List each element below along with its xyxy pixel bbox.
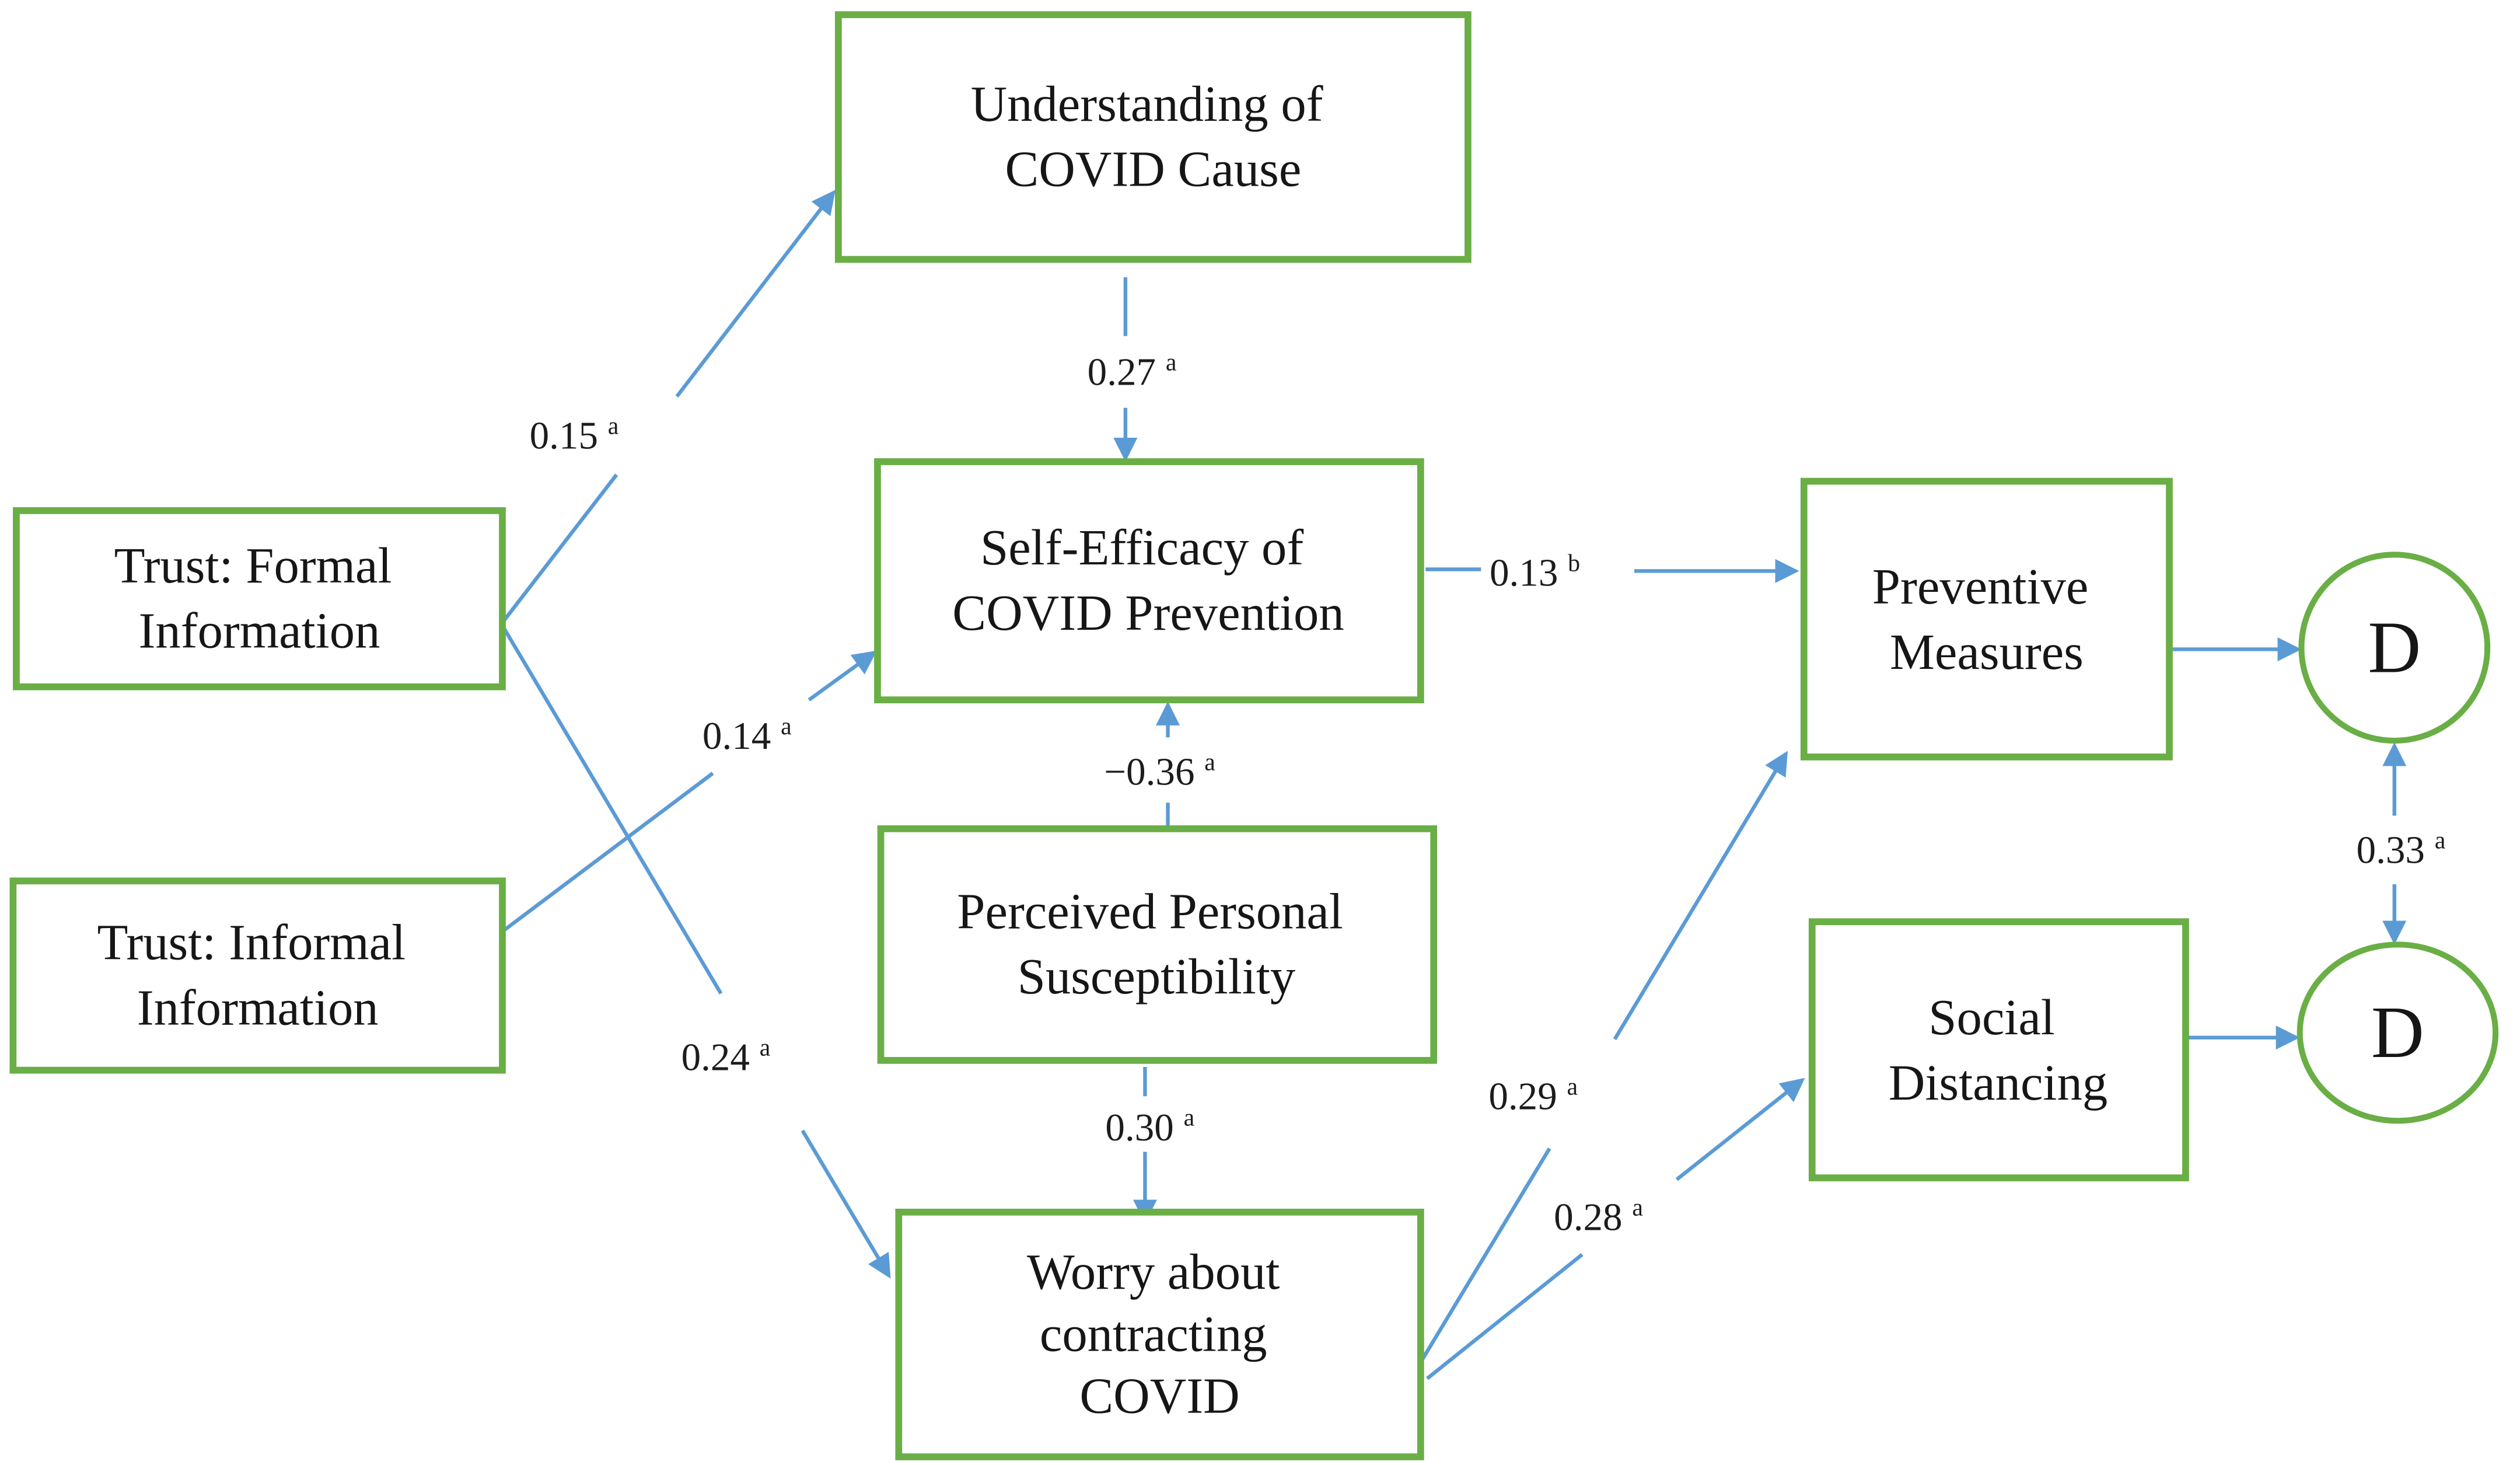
edge-worry-to-preventive-arrow (1613, 751, 1788, 1041)
node-label-line: Perceived Personal (957, 883, 1343, 939)
node-label: Preventive Measures (1872, 559, 2101, 680)
edge-informal-to-selfefficacy-arrow (808, 650, 878, 702)
node-trust-formal: Trust: Formal Information (13, 507, 506, 690)
disturbance-label: D (2371, 992, 2424, 1073)
node-perceived-susceptibility: Perceived Personal Susceptibility (877, 825, 1438, 1064)
disturbance-label: D (2368, 608, 2421, 689)
node-label: Perceived Personal Susceptibility (957, 883, 1355, 1004)
coefficient-superscript: a (760, 1034, 771, 1061)
node-label-line: Trust: Informal (97, 915, 406, 971)
coefficient-d-d: 0.33 a (2357, 827, 2446, 871)
edge-formal-to-understanding-seg1 (488, 473, 618, 641)
node-label: Self-Efficacy of COVID Prevention (952, 519, 1344, 641)
node-box (874, 458, 1424, 703)
node-label-line: Preventive (1872, 559, 2089, 615)
node-self-efficacy: Self-Efficacy of COVID Prevention (874, 458, 1424, 703)
node-social-distancing: Social Distancing (1808, 918, 2189, 1181)
node-label-line: Distancing (1889, 1055, 2107, 1111)
node-box (877, 825, 1438, 1064)
node-label: Trust: Informal Information (97, 915, 418, 1036)
coefficient-understanding-selfefficacy: 0.27 a (1088, 349, 1177, 393)
node-box (9, 877, 506, 1074)
node-label: Worry about contracting COVID (1027, 1244, 1292, 1424)
nodes-layer: Understanding of COVID Cause Self-Effica… (9, 11, 2499, 1460)
node-trust-informal: Trust: Informal Information (9, 877, 506, 1074)
node-label-line: Information (139, 603, 380, 659)
coefficient-formal-worry: 0.24 a (681, 1034, 771, 1079)
node-label-line: Trust: Formal (114, 538, 392, 594)
coefficient-value: −0.36 (1104, 749, 1194, 793)
edge-formal-to-worry-seg1 (487, 602, 723, 995)
edge-labels-layer: 0.15 a 0.27 a 0.14 a 0.24 a −0.36 a 0.30… (530, 349, 2446, 1239)
node-label-line: Information (137, 979, 379, 1035)
node-label-line: Social (1928, 989, 2055, 1045)
node-label-line: COVID Cause (1005, 141, 1302, 197)
node-box (13, 507, 506, 690)
node-box (895, 1208, 1424, 1460)
node-worry-contracting-covid: Worry about contracting COVID (895, 1208, 1424, 1460)
edge-formal-to-worry-arrow (801, 1129, 891, 1279)
node-box (1808, 918, 2189, 1181)
node-disturbance-bottom: D (2297, 941, 2499, 1124)
edge-worry-to-preventive-seg1 (1419, 1147, 1551, 1363)
node-label-line: Measures (1890, 624, 2084, 680)
coefficient-value: 0.30 (1105, 1105, 1173, 1149)
coefficient-value: 0.29 (1488, 1075, 1557, 1118)
coefficient-superscript: a (1204, 749, 1215, 776)
coefficient-selfefficacy-preventive: 0.13 b (1490, 550, 1580, 594)
node-label: Social Distancing (1889, 989, 2107, 1111)
coefficient-worry-preventive: 0.29 a (1488, 1074, 1578, 1118)
node-preventive-measures: Preventive Measures (1800, 477, 2173, 761)
node-disturbance-top: D (2298, 552, 2491, 744)
coefficient-value: 0.27 (1088, 350, 1156, 394)
node-label-line: Understanding of (971, 76, 1323, 132)
coefficient-perceived-selfefficacy: −0.36 a (1104, 749, 1215, 793)
node-box (1800, 477, 2173, 761)
coefficient-formal-understanding: 0.15 a (530, 413, 619, 457)
edges-layer (487, 190, 2407, 1380)
node-box (835, 11, 1472, 263)
node-label-line: Self-Efficacy of (980, 519, 1303, 575)
coefficient-value: 0.13 (1490, 550, 1558, 594)
edge-worry-to-social-arrow (1675, 1077, 1805, 1181)
edge-informal-to-selfefficacy-seg1 (488, 772, 714, 943)
disturbance-circle (2297, 941, 2499, 1124)
node-label-line: COVID (1079, 1368, 1239, 1424)
disturbance-circle (2298, 552, 2491, 744)
coefficient-value: 0.28 (1554, 1195, 1622, 1239)
coefficient-value: 0.24 (681, 1035, 750, 1079)
coefficient-superscript: a (1567, 1074, 1578, 1101)
coefficient-value: 0.33 (2357, 828, 2425, 872)
node-label-line: Worry about (1027, 1244, 1280, 1300)
node-understanding-covid-cause: Understanding of COVID Cause (835, 11, 1472, 263)
edge-worry-to-social-seg1 (1426, 1253, 1584, 1380)
coefficient-superscript: a (1184, 1105, 1195, 1132)
node-label: Understanding of COVID Cause (971, 76, 1336, 197)
coefficient-perceived-worry: 0.30 a (1105, 1105, 1194, 1149)
coefficient-worry-social: 0.28 a (1554, 1194, 1643, 1239)
node-label-line: Susceptibility (1018, 948, 1296, 1004)
coefficient-superscript: b (1568, 550, 1580, 577)
coefficient-informal-selfefficacy: 0.14 a (702, 713, 792, 758)
coefficient-superscript: a (2435, 827, 2446, 854)
coefficient-superscript: a (1632, 1194, 1643, 1221)
coefficient-superscript: a (1166, 349, 1177, 376)
coefficient-superscript: a (608, 413, 619, 440)
node-label-line: contracting (1040, 1306, 1267, 1362)
edge-formal-to-understanding-arrow (675, 190, 836, 398)
coefficient-value: 0.15 (530, 414, 598, 458)
node-label-line: COVID Prevention (952, 585, 1344, 641)
node-label: Trust: Formal Information (114, 538, 405, 659)
coefficient-value: 0.14 (702, 714, 771, 758)
coefficient-superscript: a (781, 713, 792, 740)
